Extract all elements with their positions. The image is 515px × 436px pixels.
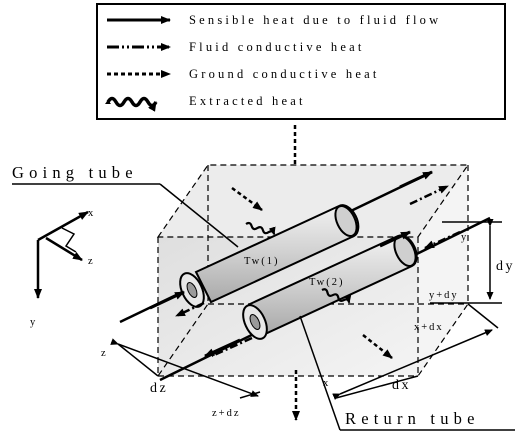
return-tube-label: Return tube: [345, 409, 480, 428]
dx-dimension: [332, 329, 493, 400]
axis-x-label: x: [88, 208, 95, 219]
dim-x-dx-label: x+dx: [414, 322, 444, 333]
ground-arrow-left: [231, 186, 263, 212]
box-right-face: [418, 165, 468, 376]
legend: Sensible heat due to fluid flow Fluid co…: [96, 3, 506, 120]
legend-item-sensible: Sensible heat due to fluid flow: [107, 13, 441, 27]
going-fluid-arrow-in: [175, 301, 205, 318]
tw1-label: Tw(1): [244, 256, 280, 267]
wavy-arrow-icon: [106, 96, 158, 112]
dimension-lines: [110, 219, 502, 400]
axis-x-arrow: [37, 210, 89, 242]
going-tube-end-far: [334, 205, 358, 237]
dim-dz-label: dz: [150, 381, 168, 396]
legend-item-ground: Ground conductive heat: [107, 67, 380, 81]
dim-y-label: y: [461, 232, 468, 243]
return-sensible-arrow-in: [379, 230, 411, 248]
legend-label-ground: Ground conductive heat: [189, 67, 380, 81]
dim-x-label: x: [323, 378, 330, 389]
dim-dy-label: dy: [496, 259, 515, 274]
return-fluid-arrow-in: [424, 230, 461, 250]
box-top-face: [158, 165, 468, 237]
dim-y-dy-label: y+dy: [429, 290, 459, 301]
going-sensible-arrow-in: [149, 290, 185, 310]
dim-z-dz-label: z+dz: [212, 408, 241, 419]
extracted-arrow-2: [321, 288, 352, 304]
dim-z-label: z: [101, 348, 108, 359]
dz-dimension: [110, 338, 259, 397]
axis-y-label: y: [30, 317, 37, 328]
coordinate-axes: [34, 210, 89, 299]
return-tube-label-group: Return tube: [299, 315, 515, 431]
going-tube-label: Going tube: [12, 163, 138, 182]
tw2-label: Tw(2): [309, 277, 345, 288]
axis-z-arrow: [45, 236, 83, 262]
extracted-heat-arrows: [245, 221, 352, 304]
extracted-arrow-1: [245, 221, 276, 236]
axis-z-label: z: [88, 256, 95, 267]
going-fluid-arrow-out: [409, 184, 449, 206]
going-sensible-arrow-out: [399, 170, 433, 189]
legend-label-fluid: Fluid conductive heat: [189, 40, 365, 54]
legend-item-fluid: Fluid conductive heat: [107, 40, 365, 54]
dim-dx-label: dx: [392, 378, 411, 393]
going-tube-label-group: Going tube: [12, 163, 239, 248]
legend-label-extracted: Extracted heat: [189, 94, 306, 108]
legend-item-extracted: Extracted heat: [105, 94, 306, 112]
legend-label-sensible: Sensible heat due to fluid flow: [189, 13, 441, 27]
